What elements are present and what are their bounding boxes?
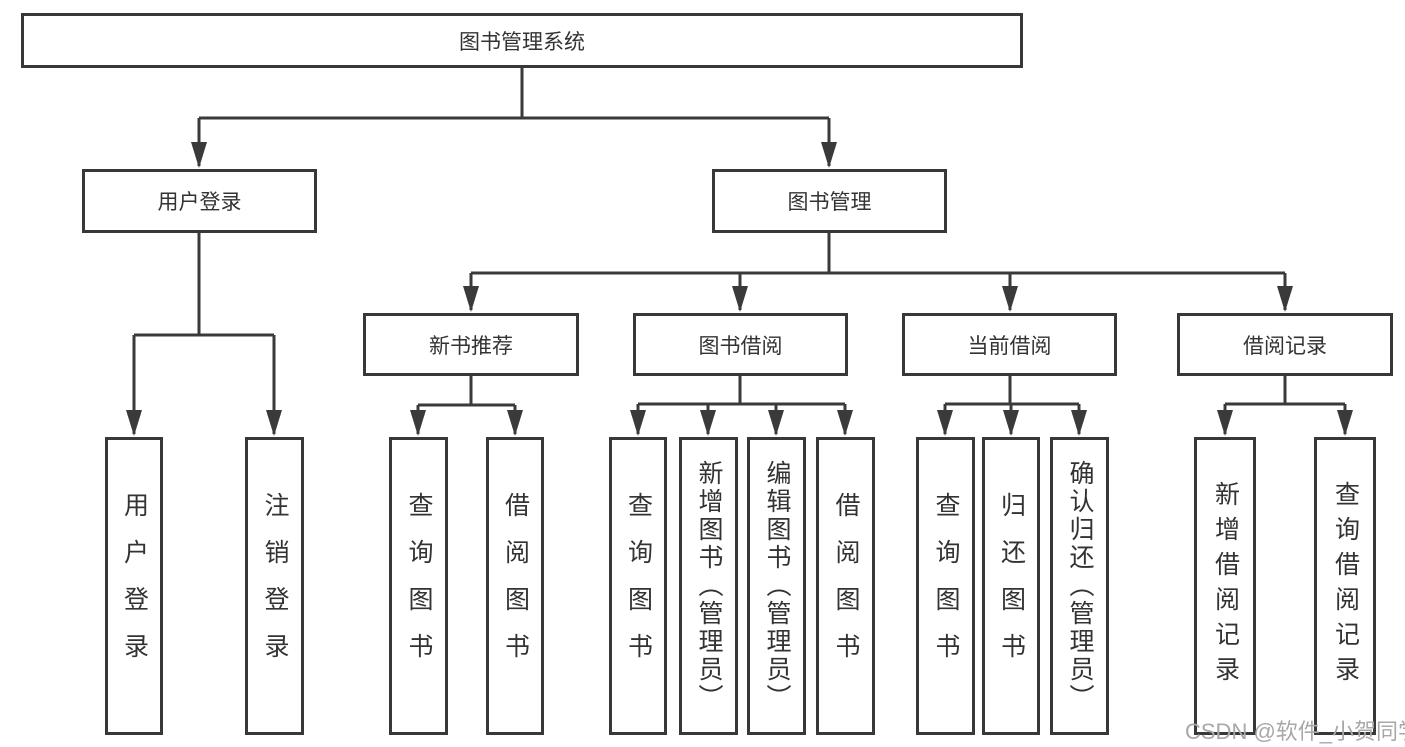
elbow-records (1225, 376, 1345, 406)
leaf-confirm-return-admin: 确认归还（管理员） (1050, 437, 1109, 735)
leaf-add-books-admin: 新增图书（管理员） (679, 437, 738, 735)
elbow-current (945, 376, 1079, 406)
leaf-add-borrow-record: 新增借阅记录 (1194, 437, 1256, 735)
elbow-book-mgmt (471, 233, 1285, 275)
node-new-book-recommend: 新书推荐 (363, 313, 579, 376)
csdn-watermark: CSDN @软件_小贺同学 (1185, 719, 1405, 744)
leaf-borrow-books-2: 借阅图书 (816, 437, 875, 735)
node-root-system: 图书管理系统 (21, 13, 1023, 68)
elbow-borrowing (638, 376, 845, 406)
leaf-edit-books-admin: 编辑图书（管理员） (747, 437, 806, 735)
leaf-borrow-books-1: 借阅图书 (486, 437, 544, 735)
leaf-logout: 注销登录 (245, 437, 304, 735)
elbow-user-login (134, 233, 274, 337)
leaf-query-books-1: 查询图书 (389, 437, 448, 735)
node-user-login: 用户登录 (82, 169, 317, 233)
leaf-return-books: 归还图书 (982, 437, 1040, 735)
node-current-borrowing: 当前借阅 (902, 313, 1117, 376)
elbow-root (199, 68, 829, 120)
leaf-query-borrow-record: 查询借阅记录 (1314, 437, 1376, 735)
leaf-user-login: 用户登录 (105, 437, 163, 735)
elbow-new-books (418, 376, 515, 407)
leaf-query-books-3: 查询图书 (916, 437, 975, 735)
node-book-borrowing: 图书借阅 (633, 313, 848, 376)
node-book-management: 图书管理 (712, 169, 947, 233)
node-borrowing-records: 借阅记录 (1177, 313, 1393, 376)
leaf-query-books-2: 查询图书 (609, 437, 667, 735)
